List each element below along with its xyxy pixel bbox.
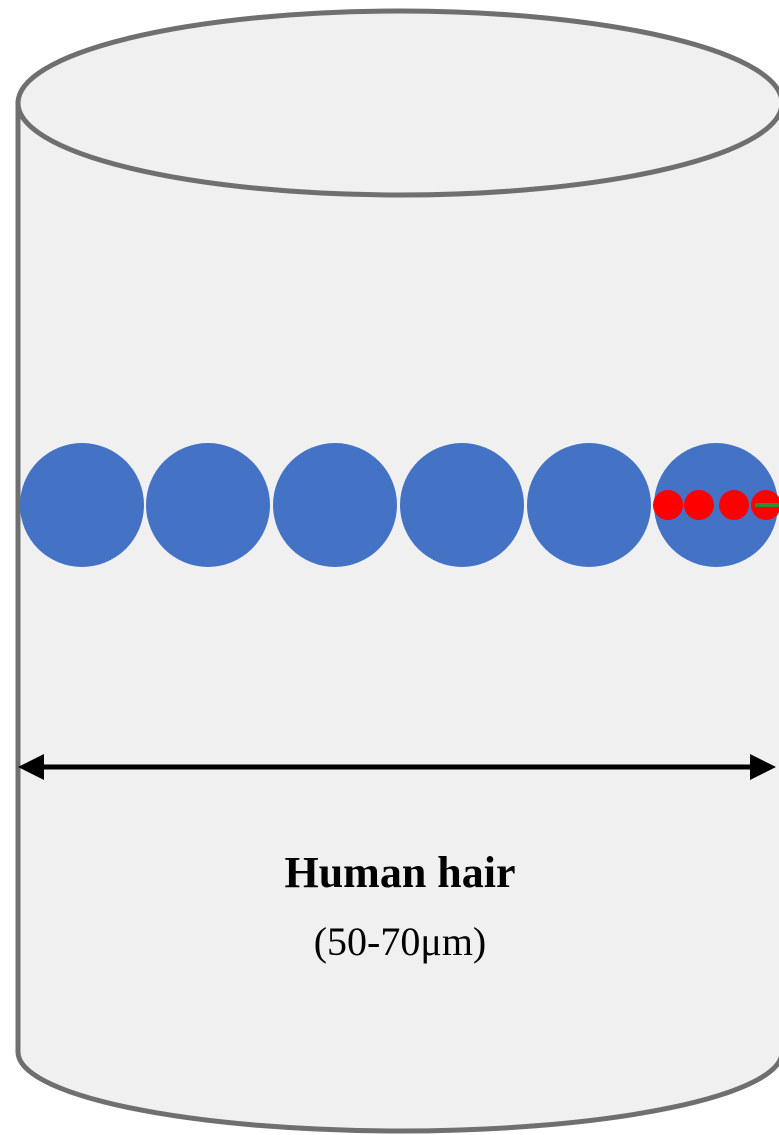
large-particle <box>146 443 270 567</box>
large-particle <box>400 443 524 567</box>
hair-label: Human hair <box>284 848 515 897</box>
large-particle <box>20 443 144 567</box>
hair-cylinder-top <box>18 11 779 195</box>
small-particle <box>719 490 749 520</box>
large-particle <box>527 443 651 567</box>
small-particle <box>653 490 683 520</box>
small-particle <box>684 490 714 520</box>
large-particle <box>273 443 397 567</box>
hair-cylinder-body <box>18 103 779 1131</box>
hair-size-label: (50-70μm) <box>314 919 487 964</box>
